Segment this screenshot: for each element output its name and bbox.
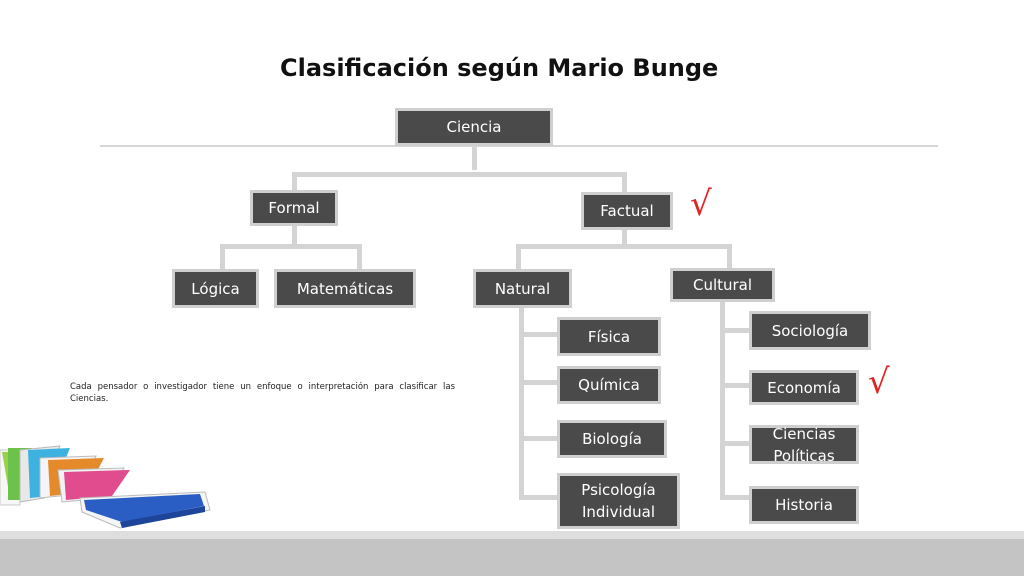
node-natural: Natural <box>473 269 572 308</box>
page-title: Clasificación según Mario Bunge <box>280 54 719 82</box>
connector <box>292 224 297 246</box>
node-formal: Formal <box>250 190 338 226</box>
connector <box>519 495 559 500</box>
note-text: Cada pensador o investigador tiene un en… <box>70 382 455 404</box>
node-factual: Factual <box>581 192 673 230</box>
connector <box>622 172 627 192</box>
connector <box>292 172 297 192</box>
node-ciencia: Ciencia <box>395 108 553 146</box>
node-economia: Economía <box>749 370 859 405</box>
node-psicologia-individual: Psicología Individual <box>557 473 680 529</box>
node-cultural: Cultural <box>670 268 775 302</box>
connector <box>516 244 521 270</box>
checkmark-icon: √ <box>690 184 712 224</box>
footer-band <box>0 531 1024 539</box>
connector <box>519 332 559 337</box>
connector <box>720 441 752 446</box>
connector <box>519 380 559 385</box>
connector <box>516 244 732 249</box>
connector <box>720 495 752 500</box>
connector <box>357 244 362 270</box>
node-quimica: Química <box>557 366 661 404</box>
books-illustration <box>0 445 211 529</box>
book-stack-icon <box>0 445 211 529</box>
divider-line <box>100 145 938 147</box>
node-ciencias-politicas: Ciencias Políticas <box>749 425 859 465</box>
footer-bar <box>0 539 1024 576</box>
connector <box>720 328 752 333</box>
node-biologia: Biología <box>557 420 667 458</box>
connector <box>720 302 725 500</box>
checkmark-icon: √ <box>868 362 890 402</box>
connector <box>220 244 362 249</box>
connector <box>727 244 732 270</box>
node-logica: Lógica <box>172 269 259 308</box>
connector <box>622 230 627 246</box>
connector <box>519 436 559 441</box>
node-fisica: Física <box>557 317 661 356</box>
connector <box>519 308 524 500</box>
node-historia: Historia <box>749 486 859 524</box>
connector <box>720 383 752 388</box>
node-sociologia: Sociología <box>749 311 871 350</box>
node-matematicas: Matemáticas <box>274 269 416 308</box>
connector <box>292 172 627 177</box>
connector <box>220 244 225 270</box>
connector <box>472 146 477 170</box>
